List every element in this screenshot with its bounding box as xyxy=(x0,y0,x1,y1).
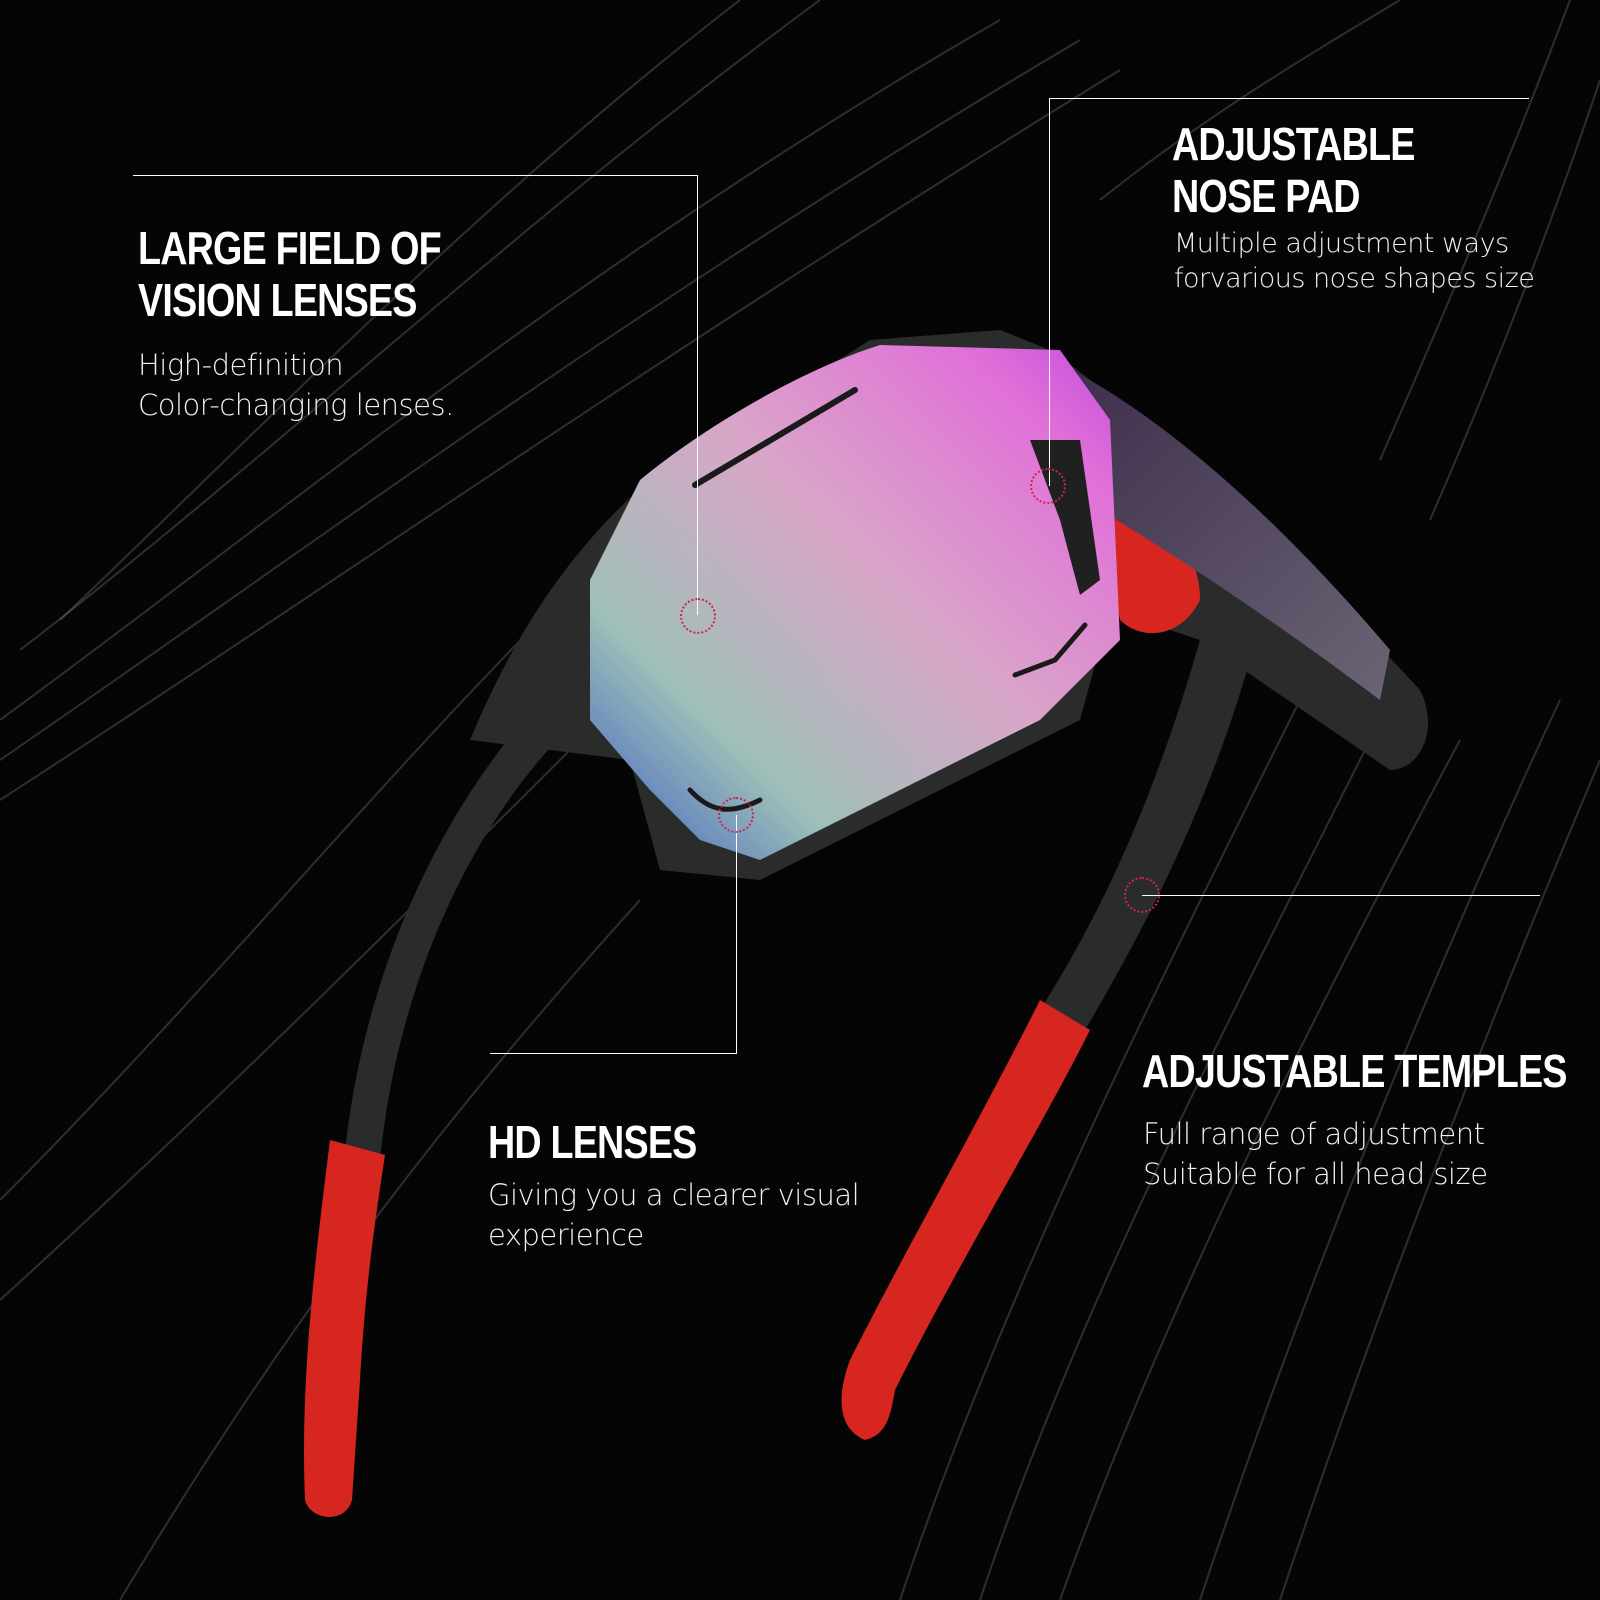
feature-description-line: Color-changing lenses. xyxy=(138,388,454,422)
feature-title: ADJUSTABLE TEMPLES xyxy=(1142,1045,1567,1097)
feature-title-line: VISION LENSES xyxy=(138,274,417,326)
callout-line-nose-pad-top xyxy=(1049,98,1529,99)
callout-marker-hd-lenses xyxy=(718,797,754,833)
callout-marker-large-field xyxy=(680,598,716,634)
feature-description-line: Giving you a clearer visual xyxy=(488,1178,860,1212)
feature-title-line: LARGE FIELD OF xyxy=(138,222,442,274)
callout-line-hd-lenses-bottom xyxy=(490,1053,737,1054)
callout-marker-nose-pad xyxy=(1030,468,1066,504)
feature-description-line: Suitable for all head size xyxy=(1143,1157,1488,1191)
feature-description-line: Multiple adjustment ways xyxy=(1174,228,1509,259)
callout-line-hd-lenses-vertical xyxy=(736,815,737,1053)
feature-title-line: ADJUSTABLE xyxy=(1172,118,1415,170)
feature-description-line: Full range of adjustment xyxy=(1143,1117,1485,1151)
feature-description-line: forvarious nose shapes size xyxy=(1174,263,1535,294)
feature-title-line: HD LENSES xyxy=(488,1116,697,1168)
callout-line-nose-pad-vertical xyxy=(1049,98,1050,486)
callout-line-temples xyxy=(1142,895,1540,896)
feature-title: LARGE FIELD OF VISION LENSES xyxy=(138,222,442,326)
feature-description-line: High-definition xyxy=(138,348,344,382)
feature-title: HD LENSES xyxy=(488,1116,697,1168)
feature-description: High-definition Color-changing lenses. xyxy=(138,345,454,425)
callout-line-large-field-top xyxy=(133,175,698,176)
feature-description-line: experience xyxy=(488,1218,644,1252)
feature-title-line: NOSE PAD xyxy=(1172,170,1360,222)
feature-title: ADJUSTABLE NOSE PAD xyxy=(1172,118,1415,222)
feature-description: Giving you a clearer visual experience xyxy=(488,1175,860,1255)
feature-description: Multiple adjustment ways forvarious nose… xyxy=(1174,226,1535,296)
feature-description: Full range of adjustment Suitable for al… xyxy=(1143,1114,1488,1194)
callout-line-large-field-vertical xyxy=(697,175,698,615)
callout-marker-temples xyxy=(1124,877,1160,913)
feature-title-line: ADJUSTABLE TEMPLES xyxy=(1142,1045,1567,1097)
